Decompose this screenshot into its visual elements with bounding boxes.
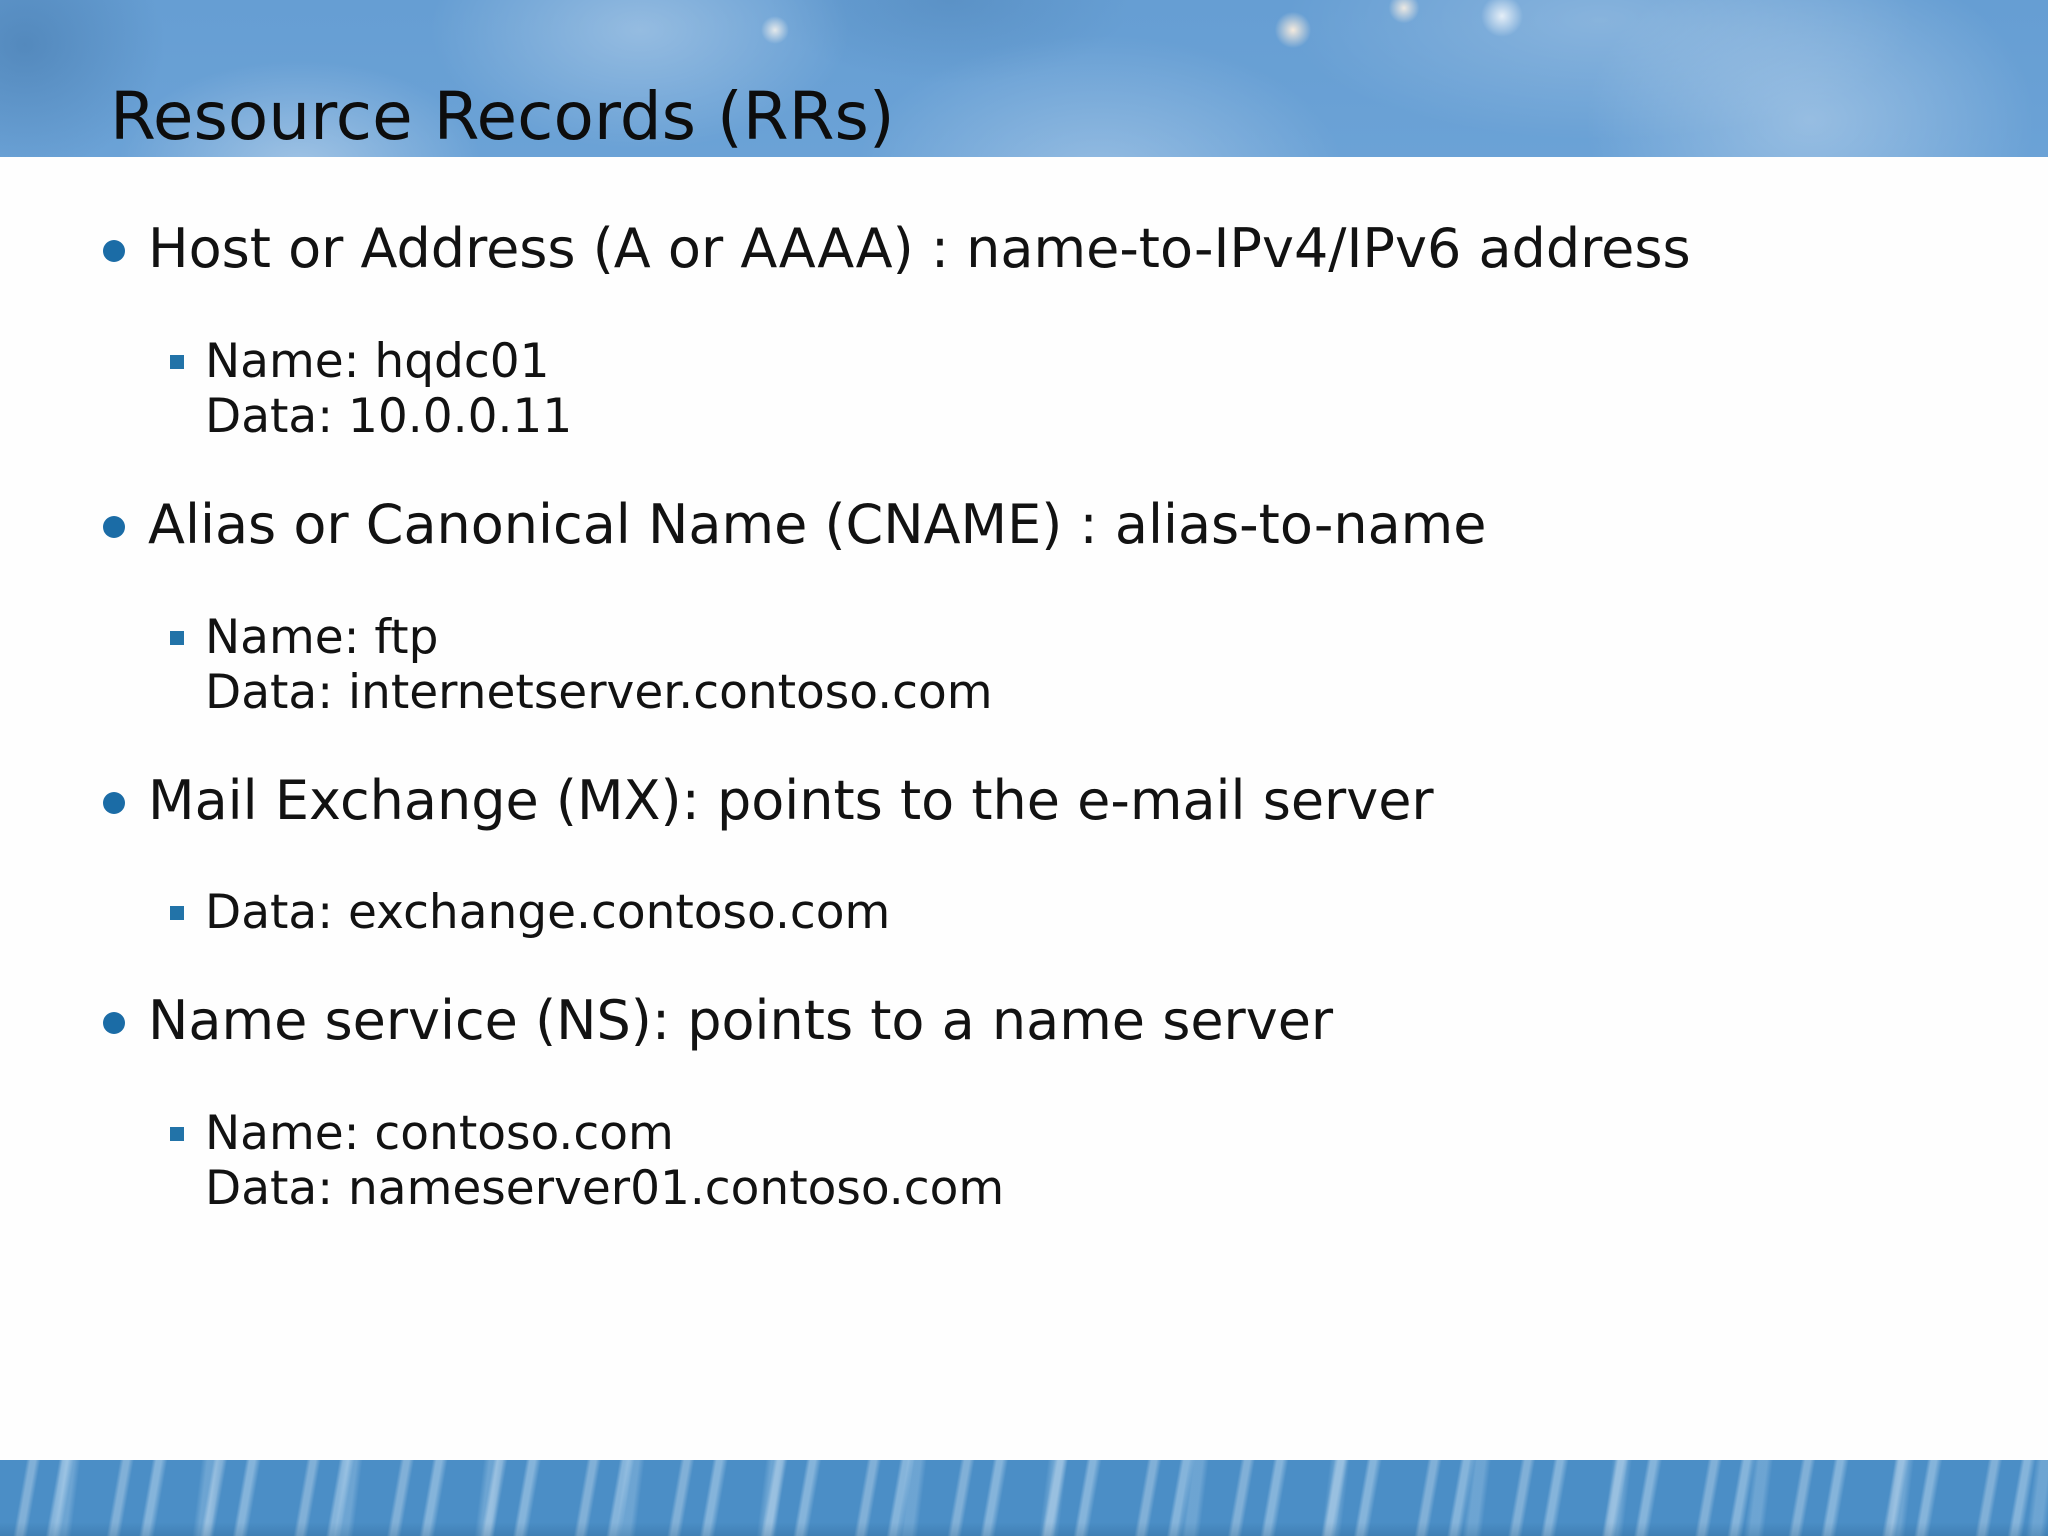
- bullet-dot-icon: [103, 791, 125, 814]
- bullet-text: Alias or Canonical Name (CNAME) : alias-…: [148, 492, 1487, 556]
- bullet-group-cname-record: Alias or Canonical Name (CNAME) : alias-…: [103, 489, 2008, 721]
- sub-bullet-item: Name: contoso.com Data: nameserver01.con…: [170, 1106, 2008, 1217]
- sub-bullet-line: Name: hqdc01: [205, 333, 550, 389]
- sub-bullet-line: Data: 10.0.0.11: [205, 389, 573, 445]
- sub-bullet-item: Data: exchange.contoso.com: [170, 885, 2008, 940]
- bullet-dot-icon: [103, 240, 125, 262]
- sub-bullet-square-icon: [170, 1126, 184, 1141]
- sub-bullet-item: Name: ftp Data: internetserver.contoso.c…: [170, 610, 2008, 721]
- bullet-text: Host or Address (A or AAAA) : name-to-IP…: [148, 217, 1691, 280]
- page-title: Resource Records (RRs): [110, 78, 895, 155]
- bullet-item: Mail Exchange (MX): points to the e-mail…: [103, 765, 2008, 838]
- sub-bullet-line: Data: internetserver.contoso.com: [205, 665, 993, 721]
- bullet-group-host-record: Host or Address (A or AAAA) : name-to-IP…: [103, 213, 2008, 445]
- sub-bullet-text: Name: ftp Data: internetserver.contoso.c…: [205, 610, 993, 721]
- sub-bullet-square-icon: [170, 906, 184, 921]
- sub-bullet-square-icon: [170, 630, 184, 645]
- bullet-item: Alias or Canonical Name (CNAME) : alias-…: [103, 489, 2008, 562]
- bullet-group-mx-record: Mail Exchange (MX): points to the e-mail…: [103, 765, 2008, 941]
- slide-header-band: Resource Records (RRs): [0, 0, 2048, 157]
- bullet-item: Name service (NS): points to a name serv…: [103, 985, 2008, 1058]
- slide-body: Host or Address (A or AAAA) : name-to-IP…: [0, 157, 2048, 1460]
- sub-bullet-block: Data: exchange.contoso.com: [170, 885, 2008, 940]
- bullet-text: Mail Exchange (MX): points to the e-mail…: [148, 768, 1434, 832]
- sub-bullet-square-icon: [170, 354, 184, 369]
- sub-bullet-block: Name: hqdc01 Data: 10.0.0.11: [170, 334, 2008, 445]
- sub-bullet-line: Name: ftp: [205, 609, 439, 665]
- sub-bullet-line: Data: exchange.contoso.com: [205, 885, 891, 941]
- sub-bullet-text: Name: contoso.com Data: nameserver01.con…: [205, 1106, 1004, 1217]
- sub-bullet-text: Name: hqdc01 Data: 10.0.0.11: [205, 334, 572, 445]
- sub-bullet-line: Name: contoso.com: [205, 1105, 674, 1161]
- sub-bullet-item: Name: hqdc01 Data: 10.0.0.11: [170, 334, 2008, 445]
- bullet-dot-icon: [103, 515, 125, 538]
- bullet-text: Name service (NS): points to a name serv…: [148, 988, 1334, 1052]
- bullet-dot-icon: [103, 1011, 125, 1034]
- bullet-item: Host or Address (A or AAAA) : name-to-IP…: [103, 213, 2008, 286]
- sub-bullet-block: Name: ftp Data: internetserver.contoso.c…: [170, 610, 2008, 721]
- sub-bullet-block: Name: contoso.com Data: nameserver01.con…: [170, 1106, 2008, 1217]
- slide-footer-band: [0, 1460, 2048, 1536]
- sub-bullet-line: Data: nameserver01.contoso.com: [205, 1161, 1005, 1217]
- sub-bullet-text: Data: exchange.contoso.com: [205, 885, 890, 940]
- bullet-group-ns-record: Name service (NS): points to a name serv…: [103, 985, 2008, 1217]
